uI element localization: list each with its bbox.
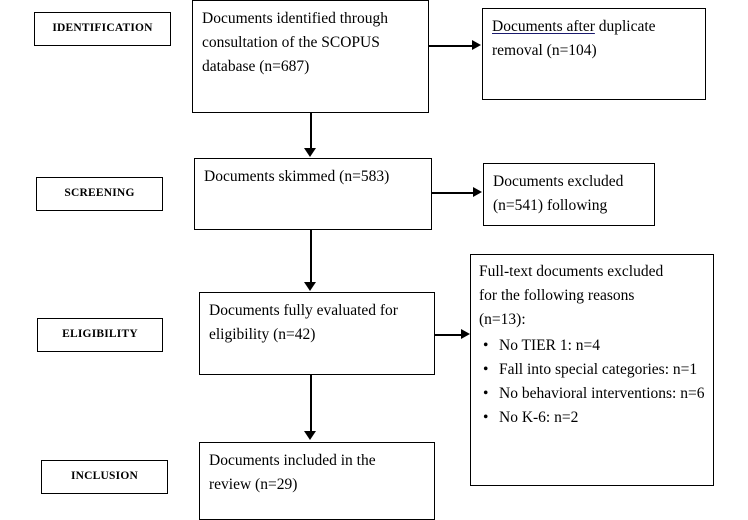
box-documents-identified: Documents identified through consultatio… (192, 0, 429, 113)
exclusion-reason-label: No K-6: n=2 (499, 409, 579, 427)
arrowhead-skimmed-to-excluded (473, 187, 482, 197)
arrowhead-identified-to-skimmed (304, 148, 316, 157)
exclusion-reason-label: No TIER 1: n=4 (499, 337, 601, 355)
box-documents-skimmed: Documents skimmed (n=583) (194, 158, 432, 230)
box-documents-excluded-screening-text: Documents excluded (n=541) following (493, 170, 645, 218)
stage-label-identification: IDENTIFICATION (34, 12, 171, 46)
box-documents-fully-evaluated: Documents fully evaluated for eligibilit… (199, 292, 435, 375)
stage-label-eligibility: ELIGIBILITY (37, 318, 163, 352)
box-documents-excluded-screening-line-1: Documents excluded (493, 173, 624, 190)
box-documents-fully-evaluated-text: Documents fully evaluated for eligibilit… (209, 299, 425, 347)
bullet-icon: • (483, 385, 489, 403)
box-documents-excluded-screening-line-2: (n=541) following (493, 197, 608, 215)
box-documents-after-duplicates-text: Documents after duplicate removal (n=104… (492, 15, 696, 63)
box-documents-identified-line-2: consultation of the SCOPUS (202, 34, 380, 52)
bullet-icon: • (483, 337, 489, 355)
arrowhead-skimmed-to-evaluated (304, 282, 316, 291)
box-documents-included-line-1: Documents included in the (209, 452, 376, 469)
box-documents-after-duplicates-underlined: Documents after (492, 18, 595, 35)
exclusion-reason-label: Fall into special categories: n=1 (499, 361, 698, 379)
exclusion-reason-label: No behavioral interventions: n=6 (499, 385, 705, 403)
stage-label-screening-text: SCREENING (64, 187, 135, 200)
box-documents-after-duplicates-line-2: removal (n=104) (492, 42, 597, 60)
bullet-icon: • (483, 409, 489, 427)
connector-evaluated-to-included (310, 375, 312, 432)
box-documents-identified-line-1: Documents identified through (202, 10, 388, 27)
arrowhead-evaluated-to-included (304, 431, 316, 440)
stage-label-inclusion: INCLUSION (41, 460, 168, 494)
box-documents-included: Documents included in the review (n=29) (199, 442, 435, 520)
stage-label-eligibility-text: ELIGIBILITY (62, 328, 138, 341)
box-documents-identified-text: Documents identified through consultatio… (202, 7, 419, 79)
box-documents-identified-line-3: database (n=687) (202, 58, 310, 76)
list-item: • No TIER 1: n=4 (479, 334, 705, 358)
arrowhead-evaluated-to-fulltext-excluded (461, 329, 470, 339)
connector-identified-to-skimmed (310, 113, 312, 149)
list-item: • Fall into special categories: n=1 (479, 358, 705, 382)
box-documents-after-duplicates: Documents after duplicate removal (n=104… (482, 8, 706, 100)
box-documents-included-text: Documents included in the review (n=29) (209, 449, 425, 497)
stage-label-identification-text: IDENTIFICATION (52, 22, 153, 35)
connector-skimmed-to-excluded (432, 192, 474, 194)
box-documents-fully-evaluated-line-2: eligibility (n=42) (209, 326, 316, 344)
connector-evaluated-to-fulltext-excluded (435, 334, 462, 336)
box-documents-skimmed-text: Documents skimmed (n=583) (204, 168, 390, 185)
connector-skimmed-to-evaluated (310, 230, 312, 283)
box-documents-excluded-screening: Documents excluded (n=541) following (483, 163, 655, 226)
box-fulltext-excluded-text: Full-text documents excluded for the fol… (479, 260, 705, 332)
bullet-icon: • (483, 361, 489, 379)
connector-identified-to-duplicates (429, 45, 473, 47)
box-documents-after-duplicates-rest: duplicate (594, 18, 656, 35)
list-item: • No behavioral interventions: n=6 (479, 382, 705, 406)
arrowhead-identified-to-duplicates (472, 40, 481, 50)
box-fulltext-excluded: Full-text documents excluded for the fol… (470, 254, 714, 486)
box-fulltext-excluded-line-2: for the following reasons (479, 287, 635, 305)
stage-label-screening: SCREENING (36, 177, 163, 211)
box-documents-fully-evaluated-line-1: Documents fully evaluated for (209, 302, 398, 319)
box-fulltext-excluded-line-3: (n=13): (479, 311, 526, 329)
list-item: • No K-6: n=2 (479, 406, 705, 430)
stage-label-inclusion-text: INCLUSION (71, 470, 138, 483)
box-documents-included-line-2: review (n=29) (209, 476, 298, 494)
box-fulltext-excluded-line-1: Full-text documents excluded (479, 263, 664, 280)
exclusion-reason-list: • No TIER 1: n=4 • Fall into special cat… (479, 334, 705, 430)
